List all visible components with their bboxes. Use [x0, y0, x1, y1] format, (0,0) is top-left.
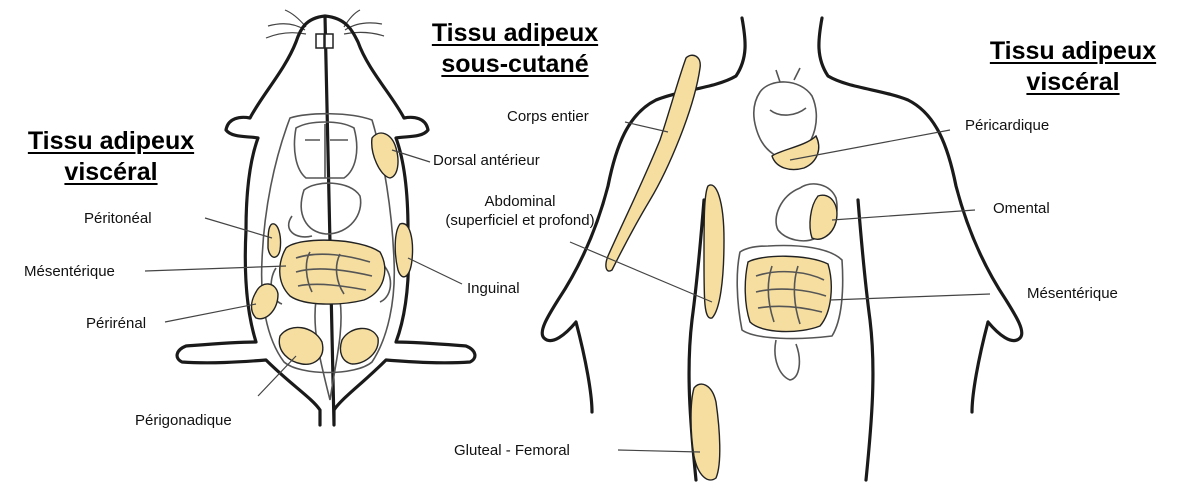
label-perigonadal: Périgonadique [135, 412, 232, 431]
human-fat-pericardial [772, 136, 819, 170]
label-inguinal: Inguinal [467, 280, 520, 299]
human-fat-whole-body [606, 55, 700, 271]
label-abdominal-line1: Abdominal [485, 193, 556, 210]
title-visceral-right-line1: Tissu adipeux [990, 36, 1156, 67]
label-abdominal: Abdominal (superficiel et profond) [425, 193, 615, 231]
mouse-lungs [294, 122, 356, 178]
title-visceral-left-line2: viscéral [64, 157, 157, 188]
label-peritoneal: Péritonéal [84, 210, 152, 229]
human-fat-omental [810, 195, 837, 239]
label-mesenteric-human: Mésentérique [1027, 285, 1118, 304]
label-dorsal-anterior: Dorsal antérieur [433, 152, 540, 171]
human-fat-abdominal [704, 185, 724, 318]
title-visceral-right-line2: viscéral [1026, 67, 1119, 98]
title-subcutaneous: Tissu adipeux sous-cutané [410, 18, 620, 81]
title-visceral-left-line1: Tissu adipeux [28, 126, 194, 157]
mouse-fat-perirenal [252, 284, 279, 319]
title-visceral-right: Tissu adipeux viscéral [968, 36, 1178, 99]
mouse-fat-inguinal [395, 223, 412, 276]
mouse-fat-mesenteric [280, 240, 385, 304]
title-subcutaneous-line1: Tissu adipeux [432, 18, 598, 49]
label-mesenteric-mouse: Mésentérique [24, 263, 115, 282]
mouse-fat-dorsal-anterior [372, 133, 398, 178]
human-illustration [542, 18, 1022, 480]
title-subcutaneous-line2: sous-cutané [441, 49, 588, 80]
label-gluteal-femoral: Gluteal - Femoral [454, 442, 570, 461]
label-whole-body: Corps entier [507, 108, 589, 127]
title-visceral-left: Tissu adipeux viscéral [6, 126, 216, 189]
mouse-fat-peritoneal [268, 224, 281, 257]
label-omental: Omental [993, 200, 1050, 219]
label-pericardial: Péricardique [965, 117, 1049, 136]
mouse-fat-perigonadal-right [340, 328, 378, 364]
label-abdominal-line2: (superficiel et profond) [445, 212, 594, 229]
label-perirenal: Périrénal [86, 315, 146, 334]
